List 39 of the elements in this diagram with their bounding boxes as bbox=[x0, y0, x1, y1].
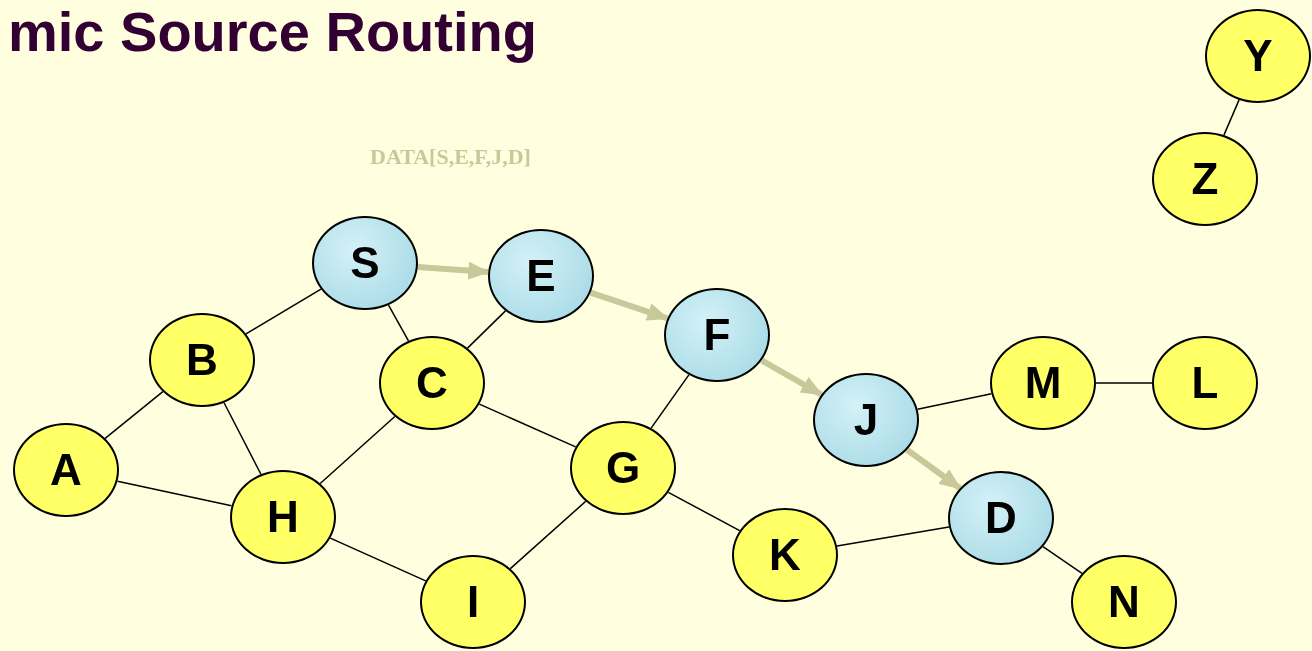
data-packet-label: DATA[S,E,F,J,D] bbox=[370, 143, 531, 171]
link-line bbox=[916, 393, 993, 410]
title: mic Source Routing bbox=[8, 0, 537, 64]
link-line bbox=[329, 537, 427, 582]
route-arrow bbox=[760, 357, 824, 398]
link-line bbox=[245, 288, 322, 335]
network-node: A bbox=[13, 423, 119, 517]
route-node: J bbox=[813, 373, 919, 467]
network-node: H bbox=[230, 470, 336, 564]
network-node: K bbox=[732, 508, 838, 602]
link-line bbox=[1095, 382, 1153, 384]
link-line bbox=[387, 304, 410, 342]
network-node: L bbox=[1152, 336, 1258, 430]
link-line bbox=[667, 491, 741, 532]
link-line bbox=[104, 390, 164, 440]
network-node: C bbox=[379, 336, 485, 430]
network-node: N bbox=[1071, 555, 1177, 649]
link-line bbox=[650, 374, 690, 429]
route-node: E bbox=[488, 229, 594, 323]
route-node: D bbox=[948, 471, 1054, 565]
link-line bbox=[509, 500, 587, 570]
link-line bbox=[1042, 545, 1083, 575]
network-node: M bbox=[990, 336, 1096, 430]
network-node: B bbox=[149, 313, 255, 407]
link-line bbox=[223, 402, 262, 475]
link-line bbox=[319, 415, 396, 485]
route-node: F bbox=[664, 288, 770, 382]
route-node: S bbox=[312, 216, 418, 310]
route-arrow bbox=[589, 289, 670, 322]
link-line bbox=[836, 526, 950, 547]
network-node: I bbox=[420, 555, 526, 649]
link-line bbox=[116, 480, 233, 507]
link-line bbox=[466, 310, 507, 349]
link-line bbox=[1223, 99, 1240, 136]
network-node: G bbox=[570, 421, 676, 515]
link-line bbox=[478, 403, 577, 448]
network-node: Z bbox=[1152, 132, 1258, 226]
route-arrow bbox=[905, 447, 962, 491]
network-node: Y bbox=[1205, 9, 1311, 103]
